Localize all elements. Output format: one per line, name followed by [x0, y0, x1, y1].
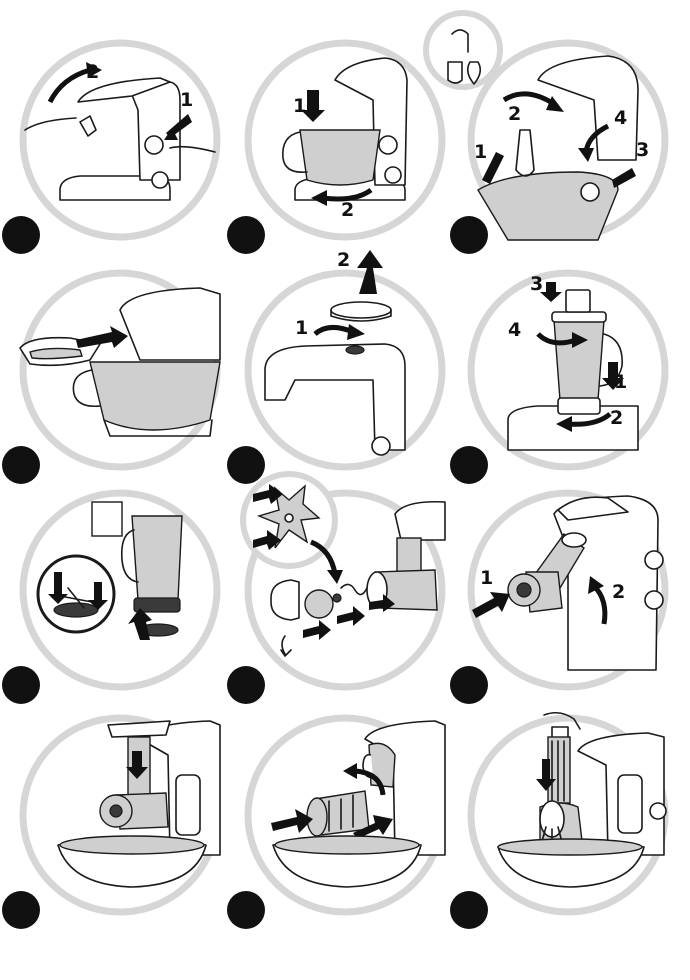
step-panel-5: 2 1	[245, 270, 445, 470]
step-dot	[450, 891, 488, 929]
step-labels: 2 4 1 3	[468, 40, 668, 240]
step-dot	[450, 446, 488, 484]
step-panel-12	[468, 715, 668, 915]
step-label-1: 1	[293, 95, 306, 117]
step-label-1: 1	[480, 567, 493, 589]
step-labels: 2 1	[245, 270, 445, 470]
step-label-2: 2	[341, 199, 354, 221]
step-panel-7	[20, 490, 220, 690]
step-dot	[450, 216, 488, 254]
step-label-2: 2	[612, 581, 625, 603]
step-label-2: 2	[508, 103, 521, 125]
mincing-illustration	[20, 715, 220, 915]
step-label-1: 1	[474, 141, 487, 163]
step-panel-11	[245, 715, 445, 915]
step-dot	[2, 666, 40, 704]
splash-guard-illustration	[20, 270, 220, 470]
step-dot	[227, 216, 265, 254]
step-labels: 1 2	[245, 40, 445, 240]
step-labels: 3 4 1 2	[468, 270, 668, 470]
step-dot	[2, 891, 40, 929]
step-label-3: 3	[530, 273, 543, 295]
step-panel-10	[20, 715, 220, 915]
grating-illustration	[468, 715, 668, 915]
mincer-parts-illustration	[245, 490, 445, 690]
step-dot	[227, 891, 265, 929]
step-panel-9: 1 2	[468, 490, 668, 690]
step-panel-3: 2 4 1 3	[468, 40, 668, 240]
blank-box	[92, 502, 122, 536]
step-label-3: 3	[636, 139, 649, 161]
step-label-1: 1	[295, 317, 308, 339]
step-label-1: 1	[614, 371, 627, 393]
step-panel-8	[245, 490, 445, 690]
step-labels: 1 2	[468, 490, 668, 690]
step-labels: 2 1	[20, 40, 220, 240]
step-label-1: 1	[180, 89, 193, 111]
step-label-4: 4	[508, 319, 521, 341]
step-panel-2: 1 2	[245, 40, 445, 240]
step-label-2: 2	[337, 249, 350, 271]
step-panel-4	[20, 270, 220, 470]
step-panel-1: 2 1	[20, 40, 220, 240]
step-dot	[2, 446, 40, 484]
step-panel-6: 3 4 1 2	[468, 270, 668, 470]
step-dot	[450, 666, 488, 704]
step-label-2: 2	[610, 407, 623, 429]
step-dot	[2, 216, 40, 254]
grater-attachment-illustration	[245, 715, 445, 915]
blade-assembly-illustration	[20, 490, 220, 690]
step-label-4: 4	[614, 107, 627, 129]
step-label-2: 2	[86, 61, 99, 83]
step-dot	[227, 446, 265, 484]
step-dot	[227, 666, 265, 704]
